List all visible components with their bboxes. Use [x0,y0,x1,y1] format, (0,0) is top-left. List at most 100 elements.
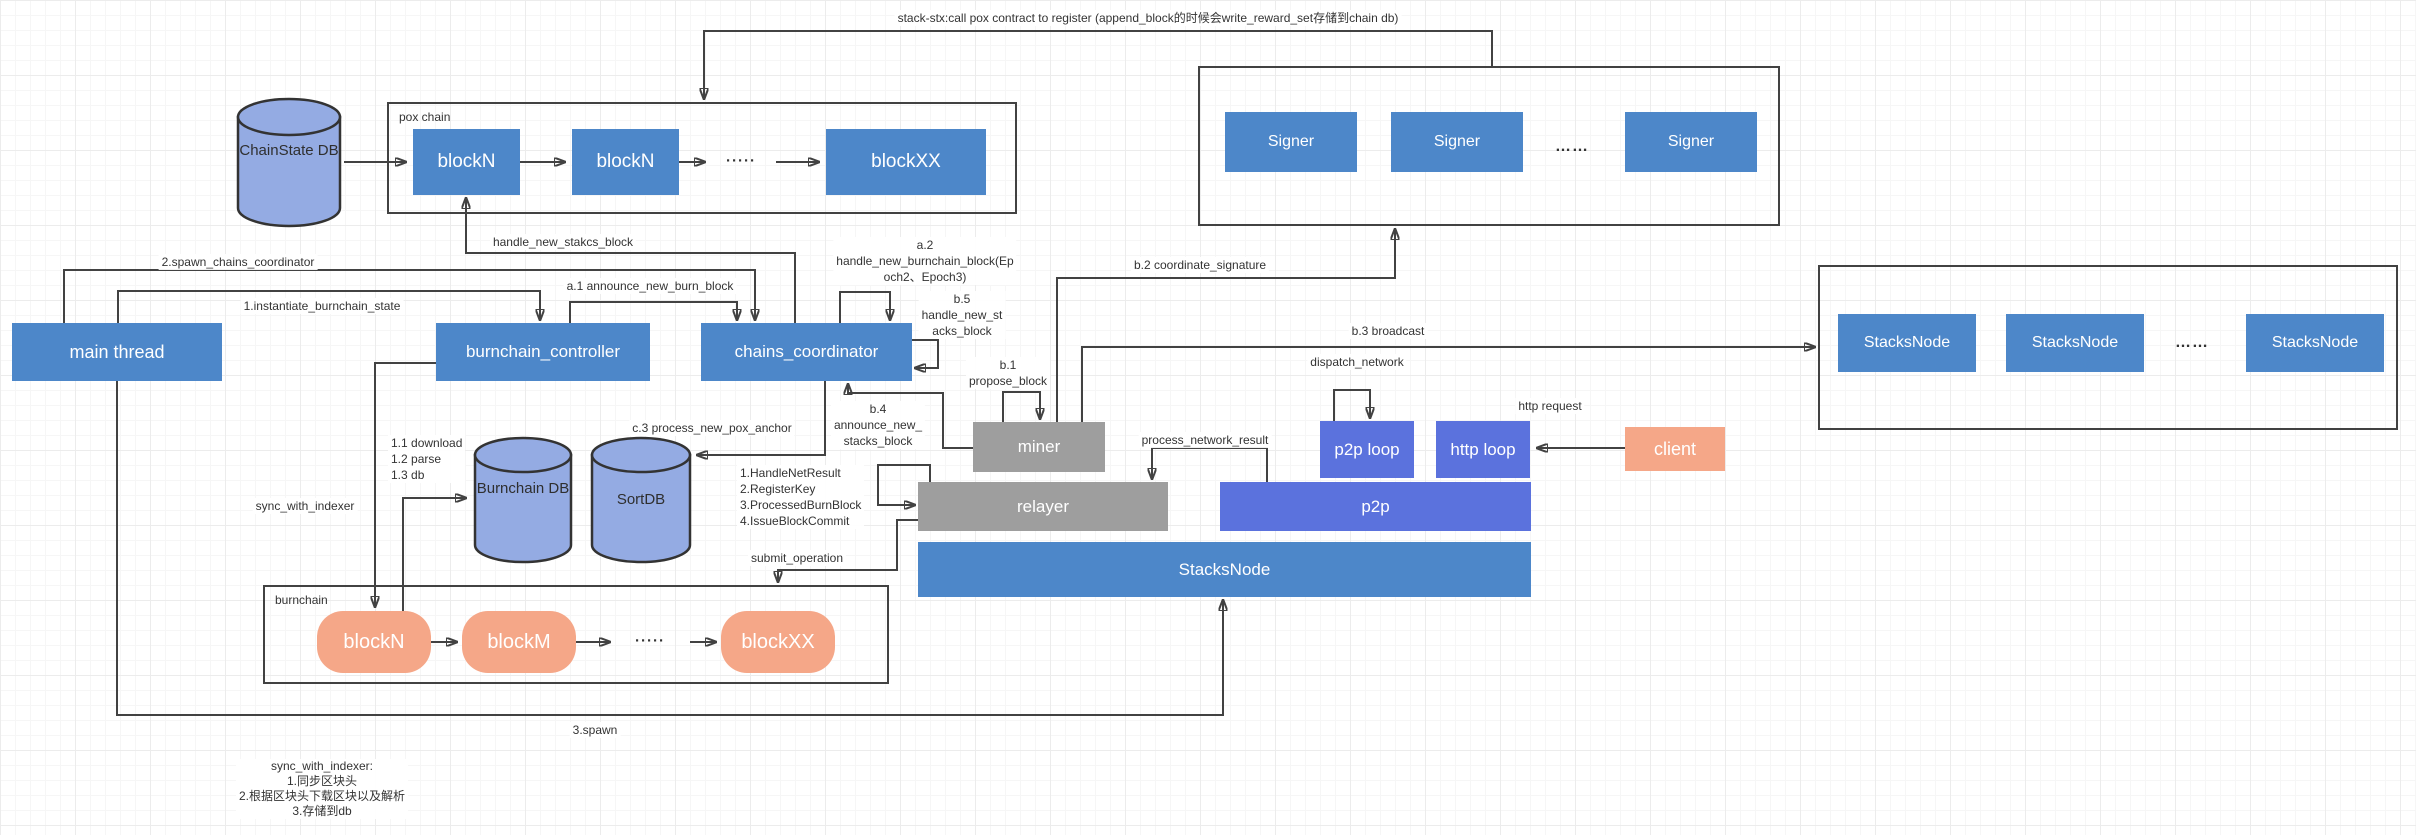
edge-label-b4-line3: stacks_block [843,434,913,448]
sort-db-label: SortDB [616,491,666,508]
edge-label-b1: b.1 propose_block [965,357,1051,389]
cylinder-shape [590,436,692,564]
edge-label-top-note: stack-stx:call pox contract to register … [894,10,1402,26]
stacksnode-1-label: StacksNode [1863,334,1951,351]
edge-label-3-spawn: 3.spawn [569,722,621,738]
p2p-loop-box[interactable]: p2p loop [1320,421,1414,478]
main-thread-box[interactable]: main thread [12,323,222,381]
edge-label-a2: a.2 handle_new_burnchain_block(Ep och2、E… [833,237,1017,285]
chains-coordinator-label: chains_coordinator [734,342,879,361]
burn-block-xx[interactable]: blockXX [721,611,835,673]
burnchain-controller-box[interactable]: burnchain_controller [436,323,650,381]
edge-dispatch-network-loop [1333,389,1370,421]
stacksnode-main-label: StacksNode [1178,559,1271,579]
burnchain-group[interactable]: burnchain [263,585,889,684]
burnchain-db-cylinder[interactable]: Burnchain DB [473,436,573,564]
signer-ellipsis: …… [1555,138,1589,155]
stacksnode-group[interactable] [1818,265,2398,430]
relayer-box[interactable]: relayer [918,482,1168,531]
chains-coordinator-box[interactable]: chains_coordinator [701,323,912,381]
miner-label: miner [1017,437,1061,456]
bottom-note-line4: 3.存储到db [292,804,352,818]
pox-block-n1[interactable]: blockN [413,129,520,195]
edge-label-b1-line1: b.1 [999,358,1017,372]
edge-label-b4-line2: announce_new_ [833,418,923,432]
burnchain-ellipsis: ····· [635,632,665,650]
edge-label-download-line2: 1.2 parse [391,452,442,466]
burnchain-db-label: Burnchain DB [476,480,570,497]
edge-label-b2: b.2 coordinate_signature [1130,257,1270,273]
edge-label-c3: c.3 process_new_pox_anchor [629,420,795,436]
pox-chain-ellipsis: ····· [726,152,756,170]
main-thread-label: main thread [69,341,165,362]
edge-label-a2-line2: handle_new_burnchain_block(Ep [836,254,1014,268]
edge-label-a2-line3: och2、Epoch3) [883,270,967,284]
edge-label-b5-line3: acks_block [932,324,992,338]
edge-label-process-network-result: process_network_result [1138,432,1272,448]
edge-label-a1: a.1 announce_new_burn_block [563,278,737,294]
edge-handle-new-stakcs-block [466,198,796,323]
edge-label-b5-line1: b.5 [953,292,971,306]
signer-2-label: Signer [1433,133,1481,150]
miner-box[interactable]: miner [973,422,1105,472]
signer-1-label: Signer [1267,133,1315,150]
edge-label-handle-net-line2: 2.RegisterKey [740,482,816,496]
edge-label-sync-with-indexer: sync_with_indexer [252,498,358,514]
stacksnode-3-label: StacksNode [2271,334,2359,351]
edge-process-network-result [1152,447,1268,482]
client-label: client [1653,438,1697,459]
signer-3-label: Signer [1667,133,1715,150]
edge-label-instantiate-burnchain-state: 1.instantiate_burnchain_state [240,298,404,314]
edge-c3-process-new-pox-anchor [697,381,826,455]
burn-block-n-label: blockN [343,630,405,653]
p2p-loop-label: p2p loop [1334,439,1400,459]
signer-1[interactable]: Signer [1225,112,1357,172]
edge-label-b1-line2: propose_block [968,374,1048,388]
p2p-box[interactable]: p2p [1220,482,1531,531]
stacksnode-3[interactable]: StacksNode [2246,314,2384,372]
cylinder-shape [236,97,342,228]
signer-3[interactable]: Signer [1625,112,1757,172]
edge-b3-broadcast [1081,347,1815,422]
edge-label-spawn-chains-coordinator: 2.spawn_chains_coordinator [158,254,318,270]
relayer-label: relayer [1017,496,1069,516]
stacksnode-2-label: StacksNode [2031,334,2119,351]
edge-sync-with-indexer [375,362,436,607]
edge-label-http-request: http request [1515,398,1585,414]
edge-label-b4-line1: b.4 [869,402,887,416]
burnchain-controller-label: burnchain_controller [465,342,621,361]
chainstate-db-label: ChainState DB [239,142,339,159]
edge-a1-announce-new-burn-block [569,301,737,323]
burn-block-n[interactable]: blockN [317,611,431,673]
sort-db-cylinder[interactable]: SortDB [590,436,692,564]
edge-label-b5-line2: handle_new_st [921,308,1003,322]
burn-block-xx-label: blockXX [741,630,815,653]
stacksnode-main-box[interactable]: StacksNode [918,542,1531,597]
http-loop-box[interactable]: http loop [1436,421,1530,478]
edge-label-handle-net-line1: 1.HandleNetResult [740,466,841,480]
bottom-note: sync_with_indexer: 1.同步区块头 2.根据区块头下载区块以及… [235,759,409,819]
pox-chain-group[interactable]: pox chain [387,102,1017,214]
http-loop-label: http loop [1450,439,1516,459]
pox-block-n2-label: blockN [596,151,655,172]
p2p-label: p2p [1361,496,1390,516]
edge-label-download-line1: 1.1 download [391,436,463,450]
bottom-note-line1: sync_with_indexer: [270,759,374,773]
burn-block-m[interactable]: blockM [462,611,576,673]
signer-group[interactable] [1198,66,1780,226]
stacksnode-ellipsis: …… [2175,334,2209,351]
cylinder-shape [473,436,573,564]
signer-2[interactable]: Signer [1391,112,1523,172]
edge-label-handle-new-stakcs-block: handle_new_stakcs_block [489,234,637,250]
edge-label-download-steps: 1.1 download 1.2 parse 1.3 db [388,435,466,483]
edge-label-b5: b.5 handle_new_st acks_block [918,291,1006,339]
client-box[interactable]: client [1625,427,1725,471]
edge-label-handle-net-line3: 3.ProcessedBurnBlock [740,498,862,512]
chainstate-db-cylinder[interactable]: ChainState DB [236,97,342,228]
edge-b1-propose-block-loop [1002,391,1040,422]
pox-block-xx[interactable]: blockXX [826,129,986,195]
pox-block-n2[interactable]: blockN [572,129,679,195]
pox-block-n1-label: blockN [437,151,496,172]
stacksnode-2[interactable]: StacksNode [2006,314,2144,372]
stacksnode-1[interactable]: StacksNode [1838,314,1976,372]
